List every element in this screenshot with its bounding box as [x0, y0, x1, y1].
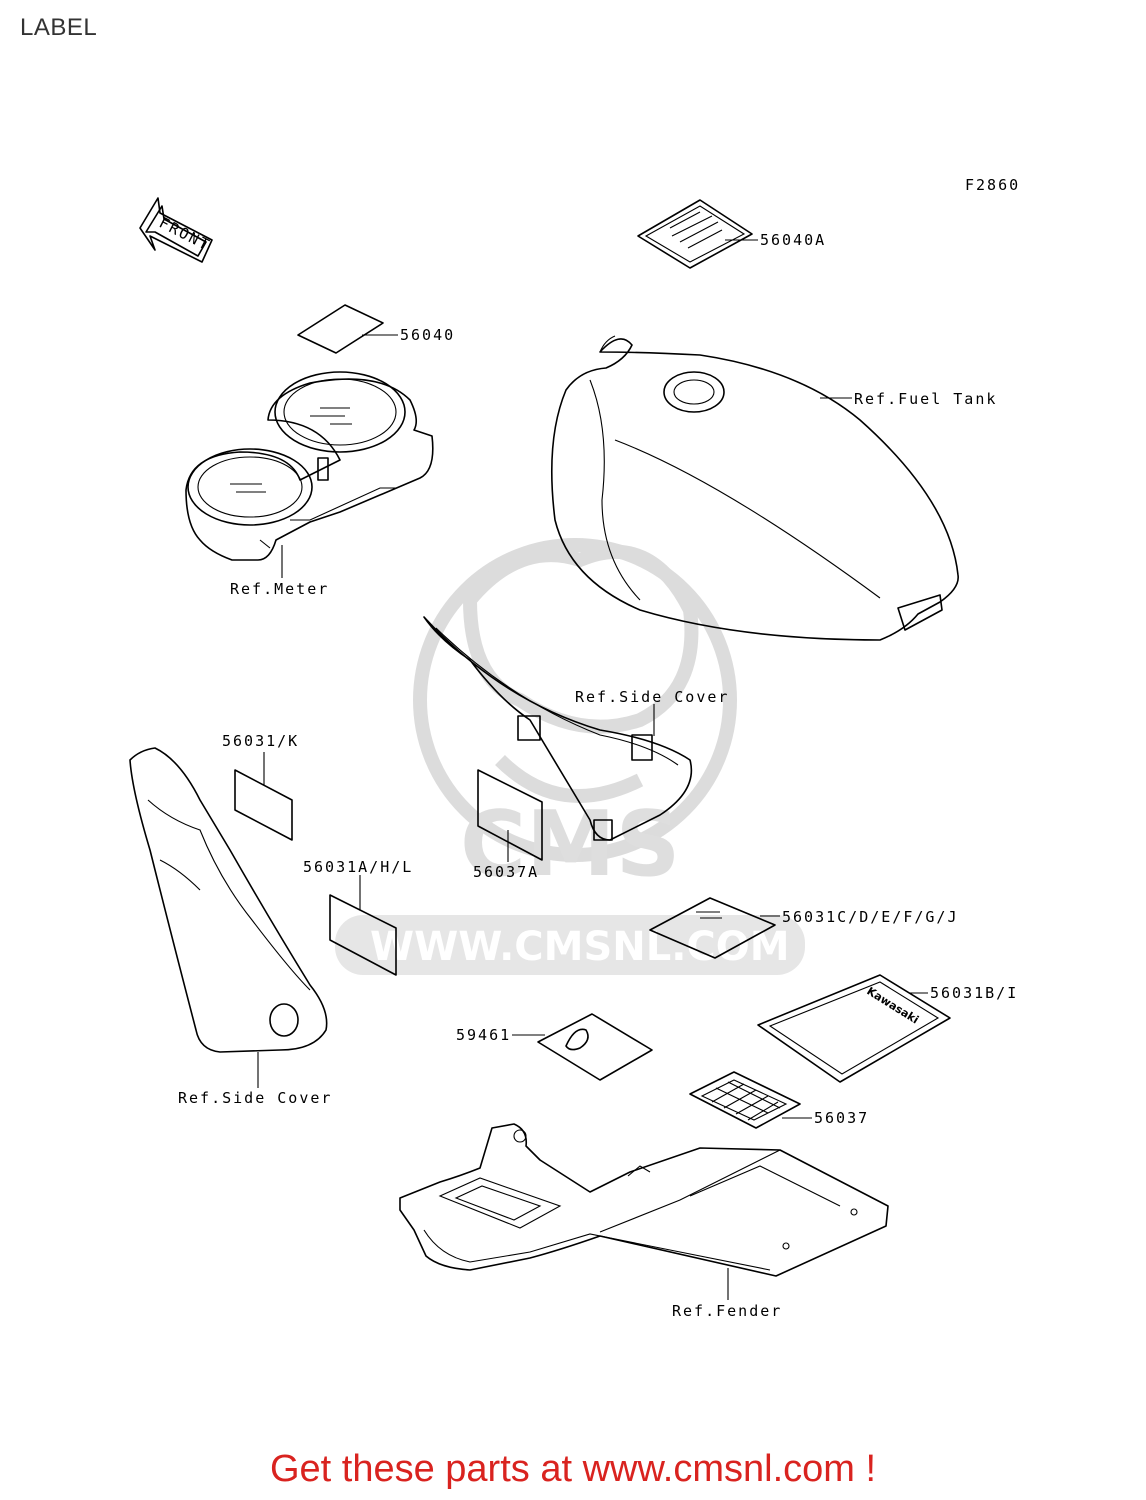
watermark-url: WWW.CMSNL.COM — [370, 924, 790, 970]
label-56031AHL: 56031A/H/L — [303, 858, 413, 976]
callout-56031CDEFGJ: 56031C/D/E/F/G/J — [782, 908, 959, 926]
label-56040A: 56040A — [637, 199, 826, 269]
fuel-tank: Ref.Fuel Tank — [550, 335, 997, 641]
parts-diagram: CMS WWW.CMSNL.COM F2860 FRONT 56040A 560… — [129, 176, 1020, 1320]
callout-56040A: 56040A — [760, 231, 826, 249]
callout-ref-side-cover-top: Ref.Side Cover — [575, 688, 729, 706]
rear-fender: Ref.Fender — [399, 1123, 889, 1320]
callout-ref-meter: Ref.Meter — [230, 580, 329, 598]
callout-56031BI: 56031B/I — [930, 984, 1018, 1002]
figure-code: F2860 — [965, 176, 1020, 194]
callout-ref-side-cover-bottom: Ref.Side Cover — [178, 1089, 332, 1107]
label-59461: 59461 — [456, 1013, 653, 1081]
decal-brand-text: Kawasaki — [864, 985, 921, 1027]
front-arrow-icon: FRONT — [139, 197, 214, 263]
callout-56037: 56037 — [814, 1109, 869, 1127]
label-56037A: 56037A — [473, 769, 543, 881]
label-56031CDEFGJ: 56031C/D/E/F/G/J — [649, 897, 959, 959]
label-56031BI: Kawasaki 56031B/I — [757, 974, 1018, 1083]
label-56040: 56040 — [297, 304, 455, 354]
label-56037: 56037 — [689, 1071, 869, 1129]
callout-ref-fuel-tank: Ref.Fuel Tank — [854, 390, 997, 408]
callout-56031AHL: 56031A/H/L — [303, 858, 413, 876]
footer-promo-text: Get these parts at www.cmsnl.com ! — [269, 1448, 877, 1490]
side-cover-upper: Ref.Side Cover — [423, 616, 729, 841]
label-56031K: 56031/K — [222, 732, 299, 841]
watermark-brand: CMS — [460, 792, 680, 897]
page-title: LABEL — [20, 14, 98, 41]
callout-56031K: 56031/K — [222, 732, 299, 750]
callout-59461: 59461 — [456, 1026, 511, 1044]
callout-56037A: 56037A — [473, 863, 539, 881]
callout-56040: 56040 — [400, 326, 455, 344]
callout-ref-fender: Ref.Fender — [672, 1302, 782, 1320]
side-cover-lower: Ref.Side Cover — [129, 747, 332, 1107]
cms-watermark: CMS WWW.CMSNL.COM — [335, 538, 805, 975]
meter-assembly: Ref.Meter — [185, 371, 434, 598]
